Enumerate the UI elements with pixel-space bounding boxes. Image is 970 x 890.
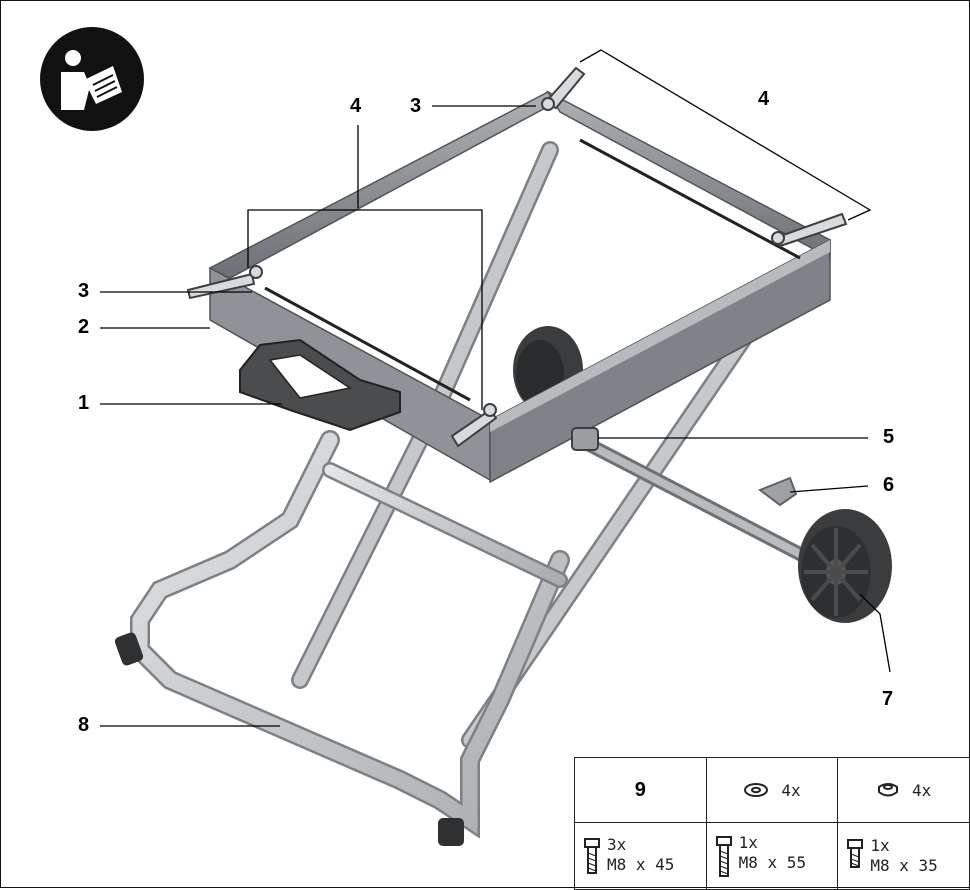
bolt-45-size: M8 x 45 <box>607 855 675 874</box>
callout-8: 8 <box>78 714 90 736</box>
bolt-icon <box>584 838 600 874</box>
parts-table: 9 4x 4x <box>574 757 970 890</box>
leader-lines <box>100 49 891 727</box>
bolt-55-qty: 1x <box>738 833 758 852</box>
nut-cell: 4x <box>837 757 970 823</box>
bolt-55-cell: 1x M8 x 55 <box>705 822 839 890</box>
callout-3-back: 3 <box>410 95 422 117</box>
foot-front <box>438 818 464 846</box>
read-manual-icon <box>40 27 144 131</box>
parts-header-label: 9 <box>634 778 646 801</box>
callout-1: 1 <box>78 392 90 414</box>
callout-2: 2 <box>78 316 90 338</box>
bolt-icon <box>715 836 732 877</box>
table-frame <box>208 90 831 484</box>
locking-knob <box>571 427 599 451</box>
bolt-55-size: M8 x 55 <box>738 853 807 872</box>
washer-cell: 4x <box>705 757 839 823</box>
washer-icon <box>744 783 769 797</box>
callout-7: 7 <box>882 688 894 710</box>
washer-qty: 4x <box>781 780 801 800</box>
nut-icon <box>878 783 899 797</box>
bolt-icon <box>847 839 864 868</box>
foot-left <box>114 632 144 666</box>
bolt-35-cell: 1x M8 x 35 <box>837 822 970 890</box>
parts-header-cell: 9 <box>574 757 707 823</box>
clamping-arms <box>186 66 848 448</box>
axle-bracket <box>757 476 798 507</box>
callout-4-left: 4 <box>350 95 362 117</box>
callout-4-right: 4 <box>758 88 770 110</box>
front-wheel <box>798 509 892 623</box>
callout-3-left: 3 <box>78 280 90 302</box>
callout-6: 6 <box>883 474 895 496</box>
bolt-45-qty: 3x <box>607 835 627 854</box>
bolt-35-size: M8 x 35 <box>870 856 938 875</box>
bolt-35-qty: 1x <box>870 836 890 855</box>
bolt-45-cell: 3x M8 x 45 <box>574 822 707 890</box>
callout-5: 5 <box>883 426 895 448</box>
nut-qty: 4x <box>912 780 932 800</box>
